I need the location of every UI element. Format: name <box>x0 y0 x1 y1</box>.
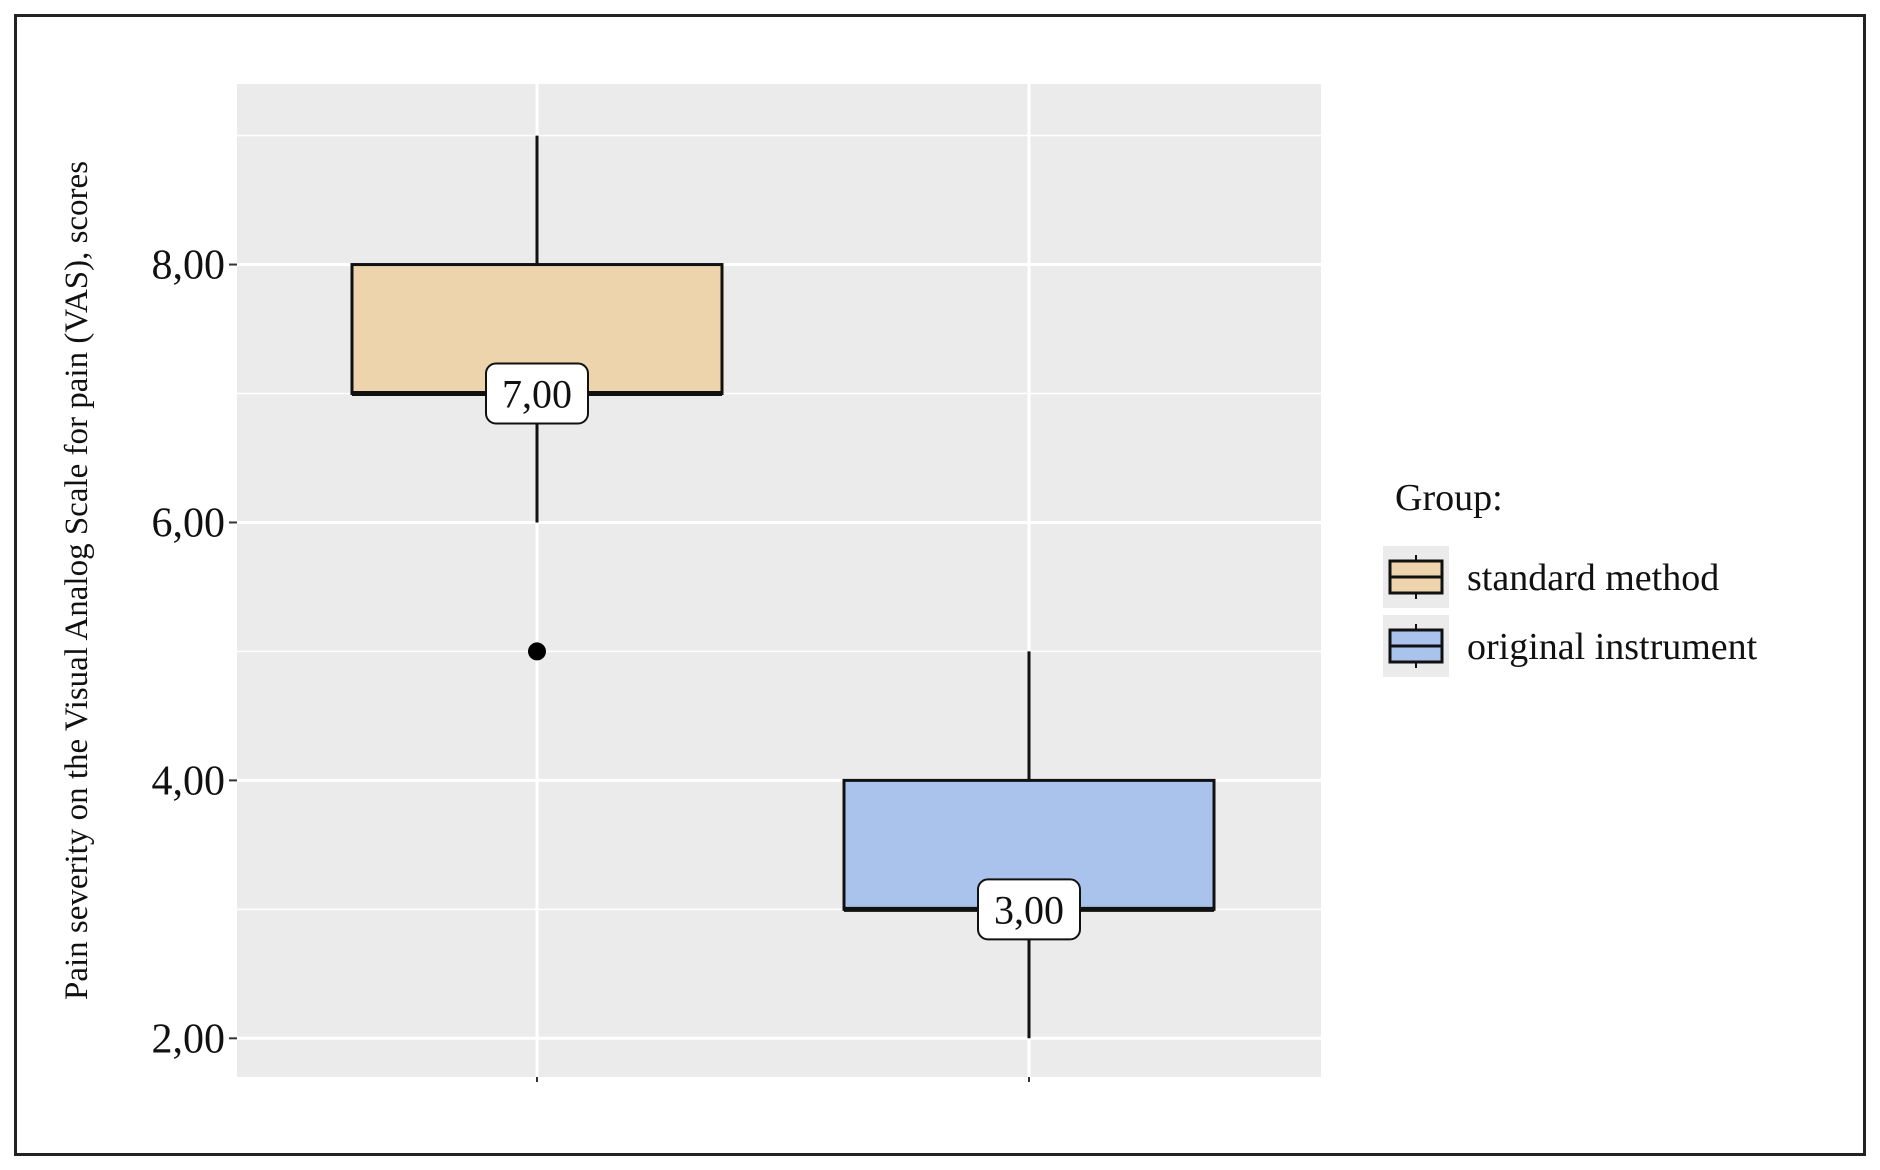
y-tick-label: 6,00 <box>152 500 226 546</box>
y-axis-label: Pain severity on the Visual Analog Scale… <box>59 161 95 1000</box>
box-group-2: 3,00 <box>842 651 1216 1039</box>
boxes: 7,00 3,00 <box>350 135 1216 1039</box>
box-group-1: 7,00 <box>350 135 724 661</box>
median-label-box <box>977 878 1081 941</box>
outlier-point <box>528 642 546 661</box>
legend-entry-label: original instrument <box>1467 626 1758 668</box>
y-axis: 2,00 4,00 6,00 8,00 <box>152 243 237 1062</box>
legend-title: Group: <box>1395 477 1503 519</box>
median-label: 7,00 <box>502 372 572 417</box>
x-axis <box>536 1077 1030 1082</box>
plot-panel <box>237 84 1321 1077</box>
legend: Group: standard method original instrumen… <box>1383 477 1758 677</box>
median-label: 3,00 <box>994 887 1064 932</box>
median-label-box <box>485 362 589 425</box>
y-tick-label: 8,00 <box>152 243 226 289</box>
y-tick-label: 2,00 <box>152 1016 226 1062</box>
legend-entry-label: standard method <box>1467 557 1719 599</box>
figure-frame: 7,00 3,00 2,00 4,00 6,00 8,00 Pain severity … <box>14 14 1866 1156</box>
y-tick-label: 4,00 <box>152 758 226 804</box>
boxplot-chart: 7,00 3,00 2,00 4,00 6,00 8,00 Pain severity … <box>59 84 1758 1082</box>
